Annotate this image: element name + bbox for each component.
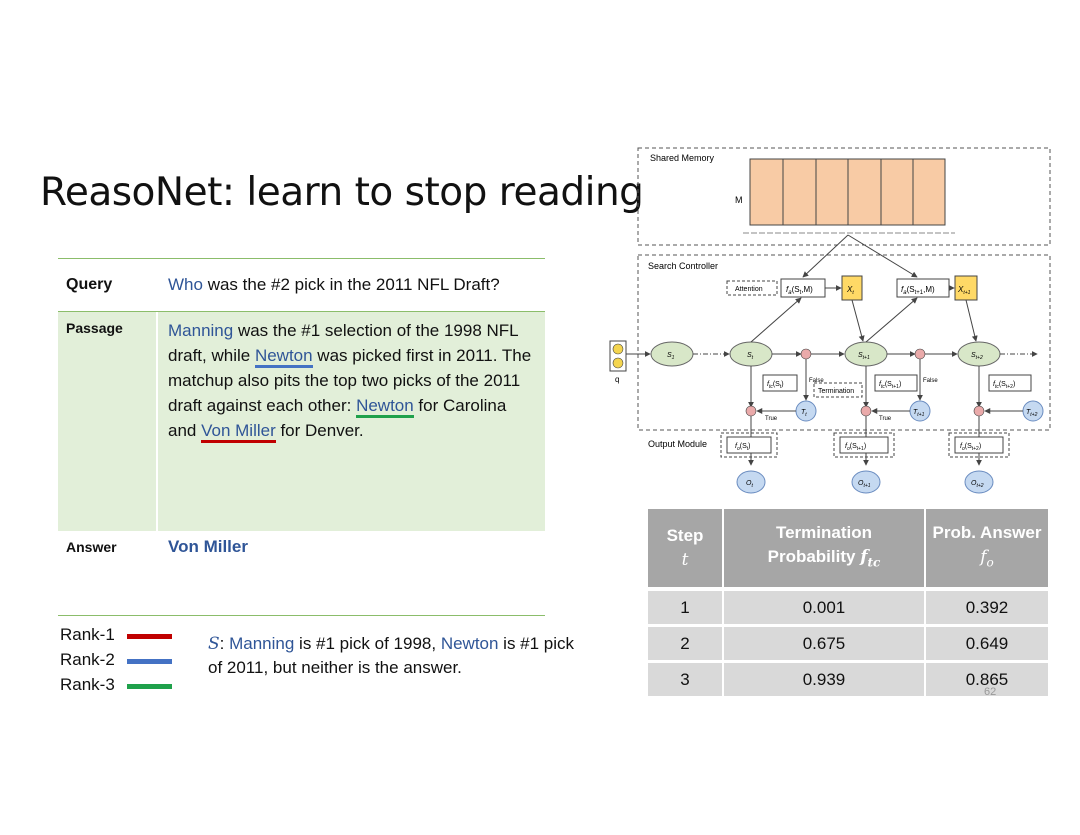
passage-label: Passage (58, 312, 158, 531)
svg-text:True: True (765, 416, 778, 422)
passage-newton-rank2: Newton (254, 346, 313, 368)
attention-label: Attention (735, 286, 763, 293)
svg-text:ftc(St+1): ftc(St+1) (879, 381, 901, 390)
sentence-part: is #1 pick of 2011, but neither is the a… (208, 634, 575, 677)
search-controller-region (637, 254, 1051, 431)
query-label: Query (66, 276, 113, 293)
sentence-part: : (219, 634, 230, 653)
fa-t-label: fa(St,M) (786, 285, 813, 296)
x-t-label: Xt (846, 285, 854, 296)
rank-2-line (127, 659, 172, 664)
table-row: 1 0.001 0.392 (648, 587, 1048, 626)
answer-text: Von Miller (168, 537, 248, 556)
sentence-var: S (208, 634, 220, 654)
cell-prob: 0.865 (925, 660, 1048, 696)
cell-termination: 0.675 (723, 624, 926, 662)
termination-label: Termination (818, 388, 854, 395)
svg-text:True: True (879, 416, 892, 422)
rank-1-label: Rank-1 (60, 625, 115, 644)
query-row: Query Who was the #2 pick in the 2011 NF… (58, 258, 545, 312)
reasonet-diagram: Shared Memory M Search Controller Attent… (609, 147, 1051, 494)
svg-text:ftc(St+2): ftc(St+2) (993, 381, 1015, 390)
state-node-s1 (650, 341, 694, 367)
sentence-newton: Newton (440, 634, 499, 653)
svg-text:Tt: Tt (801, 409, 807, 418)
memory-var-label: M (735, 195, 743, 205)
query-rest: was the #2 pick in the 2011 NFL Draft? (202, 275, 500, 294)
output-module-label: Output Module (648, 439, 707, 449)
cell-prob: 0.392 (925, 587, 1048, 626)
passage-vonmiller-rank1: Von Miller (201, 421, 276, 443)
shared-memory-region (637, 147, 1051, 246)
rank-1-line (127, 634, 172, 639)
answer-row: Answer Von Miller (58, 531, 545, 616)
svg-text:Ot+2: Ot+2 (971, 480, 984, 489)
state-node-st1 (844, 341, 888, 367)
svg-text:Ot+1: Ot+1 (858, 480, 871, 489)
shared-memory-label: Shared Memory (650, 153, 715, 163)
output-step-t2: fo(St+2) Ot+2 (948, 432, 1010, 494)
query-var-label: q (615, 375, 619, 384)
table-row: 3 0.939 0.865 (648, 660, 1048, 696)
passage-newton-rank3: Newton (356, 396, 414, 418)
sentence-note: S: Manning is #1 pick of 1998, Newton is… (208, 632, 588, 680)
slide-title: ReasoNet: learn to stop reading (40, 170, 644, 215)
memory-cells (743, 158, 955, 234)
passage-manning: Manning (168, 321, 234, 340)
termination-step-t1: ftc(St+1) Tt+1 True False (860, 359, 938, 466)
query-wh-word: Who (168, 275, 203, 294)
cell-prob: 0.649 (925, 624, 1048, 662)
output-step-t1: fo(St+1) Ot+1 (833, 432, 895, 494)
svg-text:False: False (809, 378, 824, 384)
passage-part: was picked first in 2011. The matchup al… (168, 346, 532, 415)
cell-step: 1 (648, 587, 724, 626)
fa-t1-label: fa(St+1,M) (901, 285, 935, 296)
state-node-st2 (957, 341, 1001, 367)
svg-text:False: False (923, 378, 938, 384)
sentence-part: is #1 pick of 1998, (294, 634, 441, 653)
table-row: 2 0.675 0.649 (648, 624, 1048, 662)
rank-3-line (127, 684, 172, 689)
passage-part: for Carolina and (168, 396, 507, 440)
gate-node (800, 348, 812, 360)
svg-text:fo(St+1): fo(St+1) (845, 443, 866, 452)
passage-row: Passage Manning was the #1 selection of … (58, 312, 545, 531)
passage-part: was the #1 selection of the 1998 NFL dra… (168, 321, 518, 365)
cell-termination: 0.001 (723, 587, 926, 626)
passage-part: for Denver. (275, 421, 364, 440)
termination-step-t2: ftc(St+2) Tt+2 (973, 366, 1044, 466)
svg-text:fo(St): fo(St) (735, 443, 750, 452)
s1-label: S1 (667, 352, 675, 361)
gate-node (914, 348, 926, 360)
query-text: Who was the #2 pick in the 2011 NFL Draf… (158, 275, 545, 295)
rank-2-label: Rank-2 (60, 650, 115, 669)
output-step-t: fo(St) Ot (720, 432, 778, 494)
cell-step: 3 (648, 660, 724, 696)
x-t1-label: Xt+1 (957, 285, 971, 296)
svg-text:Tt+2: Tt+2 (1026, 409, 1038, 418)
st2-label: St+2 (971, 352, 983, 361)
cell-step: 2 (648, 624, 724, 662)
svg-text:Ot: Ot (746, 480, 753, 489)
sentence-manning: Manning (229, 634, 295, 653)
st1-label: St+1 (858, 352, 870, 361)
cell-termination: 0.939 (723, 660, 926, 696)
search-controller-label: Search Controller (648, 261, 718, 271)
svg-text:fo(St+2): fo(St+2) (960, 443, 981, 452)
qa-table: Query Who was the #2 pick in the 2011 NF… (58, 258, 545, 616)
page-number: 62 (984, 686, 997, 698)
answer-label: Answer (66, 539, 117, 555)
st-label: St (747, 352, 754, 361)
svg-text:ftc(St): ftc(St) (767, 381, 784, 390)
rank-3-label: Rank-3 (60, 675, 115, 694)
svg-text:Tt+1: Tt+1 (913, 409, 925, 418)
passage-text: Manning was the #1 selection of the 1998… (158, 312, 545, 531)
termination-step-t: ftc(St) Tt True False (745, 359, 824, 466)
